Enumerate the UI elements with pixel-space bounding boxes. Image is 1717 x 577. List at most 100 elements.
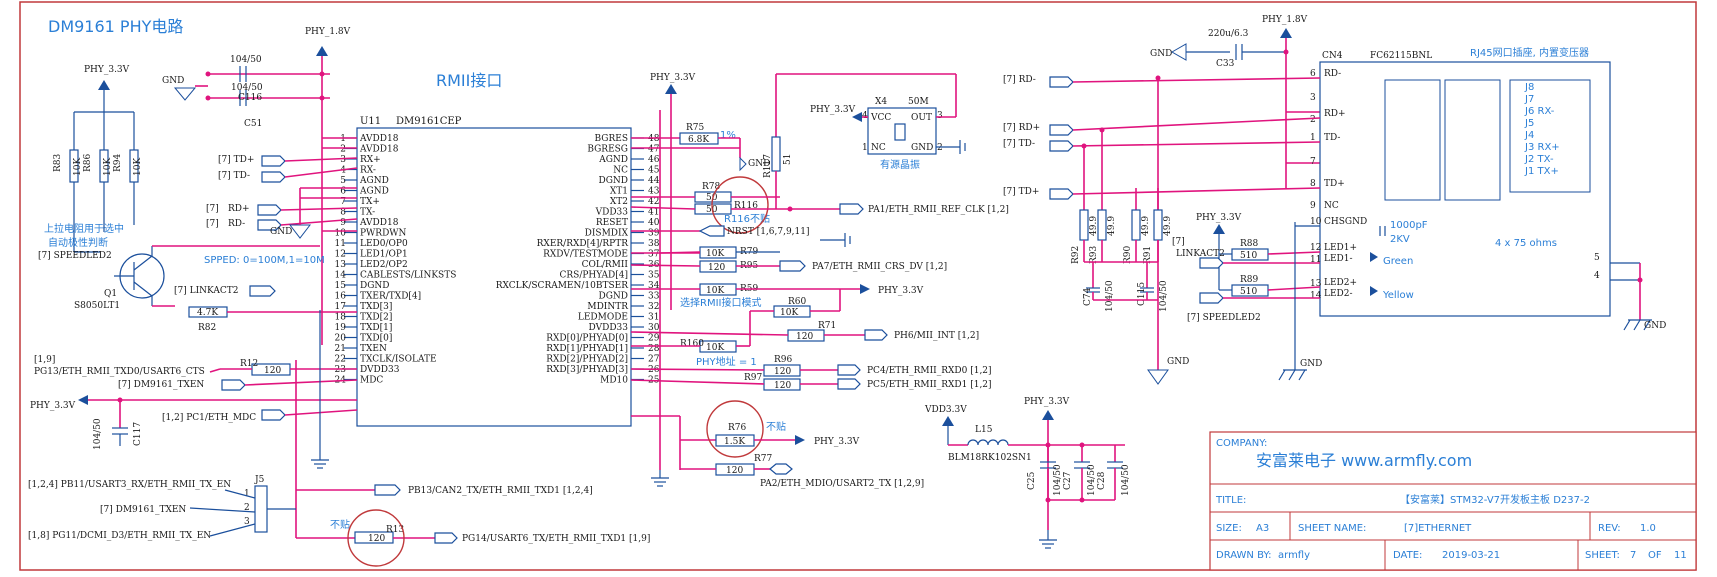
pin-number: 7 <box>340 197 346 207</box>
svg-text:49.9: 49.9 <box>1163 216 1173 236</box>
speedled2-net: [7] SPEEDLED2 <box>38 251 112 261</box>
pin-name: LEDMODE <box>578 313 628 323</box>
svg-text:[7]: [7] <box>206 204 219 214</box>
pin-name: CRS/PHYAD[4] <box>560 271 628 281</box>
pin-name: BGRESG <box>587 145 628 155</box>
pin-number: 26 <box>648 365 660 375</box>
cn4-pin-number: 11 <box>1310 255 1321 265</box>
pin-number: 12 <box>335 250 346 260</box>
pin-name: RX+ <box>360 155 381 165</box>
cn4-pin-name: RD+ <box>1324 109 1346 119</box>
svg-text:PHY_3.3V: PHY_3.3V <box>1196 213 1242 223</box>
svg-text:1%: 1% <box>720 130 736 141</box>
svg-text:[1,2,4] PB11/USART3_RX/ETH_RMI: [1,2,4] PB11/USART3_RX/ETH_RMII_TX_EN <box>28 480 231 490</box>
svg-text:R83: R83 <box>53 153 63 172</box>
pin-number: 41 <box>648 208 659 218</box>
pin-name: MDINTR <box>587 302 628 312</box>
svg-text:A3: A3 <box>1256 523 1269 534</box>
pin-name: TX- <box>360 208 375 218</box>
pin-number: 18 <box>335 313 347 323</box>
cn4-pin-name: TD+ <box>1324 179 1345 189</box>
page-title: DM9161 PHY电路 <box>48 17 183 36</box>
chip-right-pins: 48BGRES47BGRESG46AGND45NC44DGND43XT142XT… <box>496 134 660 386</box>
svg-text:1: 1 <box>244 489 250 499</box>
svg-text:4.7K: 4.7K <box>197 308 218 318</box>
svg-text:3: 3 <box>244 517 250 527</box>
svg-text:DATE:: DATE: <box>1393 550 1422 561</box>
svg-text:安富莱电子 www.armfly.com: 安富莱电子 www.armfly.com <box>1256 451 1472 470</box>
bottom-left-nets: PB13/CAN2_TX/ETH_RMII_TXD1 [1,2,4] [1,2,… <box>28 360 650 567</box>
svg-text:R82: R82 <box>198 323 216 333</box>
pin-number: 44 <box>648 176 660 186</box>
svg-text:GND: GND <box>162 76 184 86</box>
pin-name: TXEN <box>360 344 387 354</box>
svg-text:R89: R89 <box>1240 275 1259 285</box>
pin-name: RESET <box>596 218 628 228</box>
svg-text:PHY_3.3V: PHY_3.3V <box>650 73 696 83</box>
cn4-pin-name: TD- <box>1324 133 1340 143</box>
pin-number: 20 <box>335 334 347 344</box>
svg-text:10K: 10K <box>780 308 798 318</box>
svg-text:GND: GND <box>270 227 292 237</box>
pin-name: NC <box>613 166 628 176</box>
svg-text:[1,9]: [1,9] <box>34 355 55 365</box>
svg-text:10K: 10K <box>706 286 724 296</box>
svg-text:120: 120 <box>726 466 743 476</box>
pin-name: TXD[0] <box>360 334 392 344</box>
svg-text:GND: GND <box>1150 49 1172 59</box>
svg-text:10K: 10K <box>133 158 143 176</box>
rj45-left-nets: [7] RD- [7] RD+ [7] TD- [7] TD+ 49.9 49.… <box>1003 75 1322 385</box>
svg-text:PH6/MII_INT [1,2]: PH6/MII_INT [1,2] <box>894 331 979 341</box>
pin-name: RXD[3]/PHYAD[3] <box>546 365 628 375</box>
svg-text:R93: R93 <box>1089 245 1099 264</box>
pin-number: 32 <box>648 302 659 312</box>
cn4-pin-number: 6 <box>1310 69 1316 79</box>
svg-text:50: 50 <box>706 193 718 203</box>
pin-name: DISMDIX <box>585 229 629 239</box>
pin-number: 35 <box>648 271 660 281</box>
svg-text:PHY_3.3V: PHY_3.3V <box>30 401 76 411</box>
rj45-section: GND 220u/6.3 C33 PHY_1.8V CN4 FC62115BNL… <box>1150 15 1666 331</box>
cn4-pin-name: LED2+ <box>1324 278 1357 288</box>
jack-label: J3 RX+ <box>1524 142 1560 153</box>
svg-text:[7]: [7] <box>1172 237 1185 247</box>
pin-name: MDC <box>360 376 383 386</box>
svg-text:49.9: 49.9 <box>1141 216 1151 236</box>
pin-name: AVDD18 <box>359 145 399 155</box>
svg-text:[7] TD+: [7] TD+ <box>1003 187 1039 197</box>
right-chip-nets: PHY_3.3V 6.8K R75 1% GND 50 50 R78 R116 … <box>630 73 1009 489</box>
pin-number: 14 <box>335 271 347 281</box>
svg-text:Yellow: Yellow <box>1382 290 1414 301</box>
svg-text:[7] RD-: [7] RD- <box>1003 75 1036 85</box>
pin-number: 45 <box>648 166 660 176</box>
svg-text:120: 120 <box>264 366 281 376</box>
svg-text:PA2/ETH_MDIO/USART2_TX [1,2,9]: PA2/ETH_MDIO/USART2_TX [1,2,9] <box>760 479 924 489</box>
svg-text:C27: C27 <box>1063 471 1073 490</box>
pin-name: LED0/OP0 <box>360 239 408 249</box>
svg-text:VCC: VCC <box>870 113 891 123</box>
svg-text:[7] DM9161_TXEN: [7] DM9161_TXEN <box>100 505 186 515</box>
svg-text:[1,2] PC1/ETH_MDC: [1,2] PC1/ETH_MDC <box>162 413 256 423</box>
svg-text:NC: NC <box>871 143 886 153</box>
svg-text:[7] TD-: [7] TD- <box>218 171 250 181</box>
left-diff-ports: [7] TD+ [7] TD- [7] RD+ [7] RD- GND <box>206 155 358 239</box>
svg-text:PHY_1.8V: PHY_1.8V <box>305 27 351 37</box>
svg-text:PA7/ETH_RMII_CRS_DV [1,2]: PA7/ETH_RMII_CRS_DV [1,2] <box>812 262 947 272</box>
svg-text:[1,8] PG11/DCMI_D3/ETH_RMII_TX: [1,8] PG11/DCMI_D3/ETH_RMII_TX_EN <box>28 531 211 541</box>
svg-text:armfly: armfly <box>1278 550 1310 561</box>
pin-name: AGND <box>359 187 389 197</box>
jack-label: J6 RX- <box>1524 106 1555 117</box>
pin-name: AGND <box>359 176 389 186</box>
cn4-pin-name: LED1- <box>1324 254 1353 264</box>
svg-text:RD-: RD- <box>228 219 245 229</box>
svg-text:PHY_3.3V: PHY_3.3V <box>810 105 856 115</box>
svg-text:R116不贴: R116不贴 <box>724 212 770 225</box>
svg-text:R86: R86 <box>83 153 93 172</box>
jack-label: J8 <box>1524 82 1534 93</box>
cn4-pin-number: 2 <box>1310 115 1316 125</box>
svg-text:FC62115BNL: FC62115BNL <box>1370 51 1432 61</box>
pin-name: RXDV/TESTMODE <box>543 250 628 260</box>
svg-text:R77: R77 <box>754 454 773 464</box>
chip-ref: U11 <box>360 116 381 127</box>
